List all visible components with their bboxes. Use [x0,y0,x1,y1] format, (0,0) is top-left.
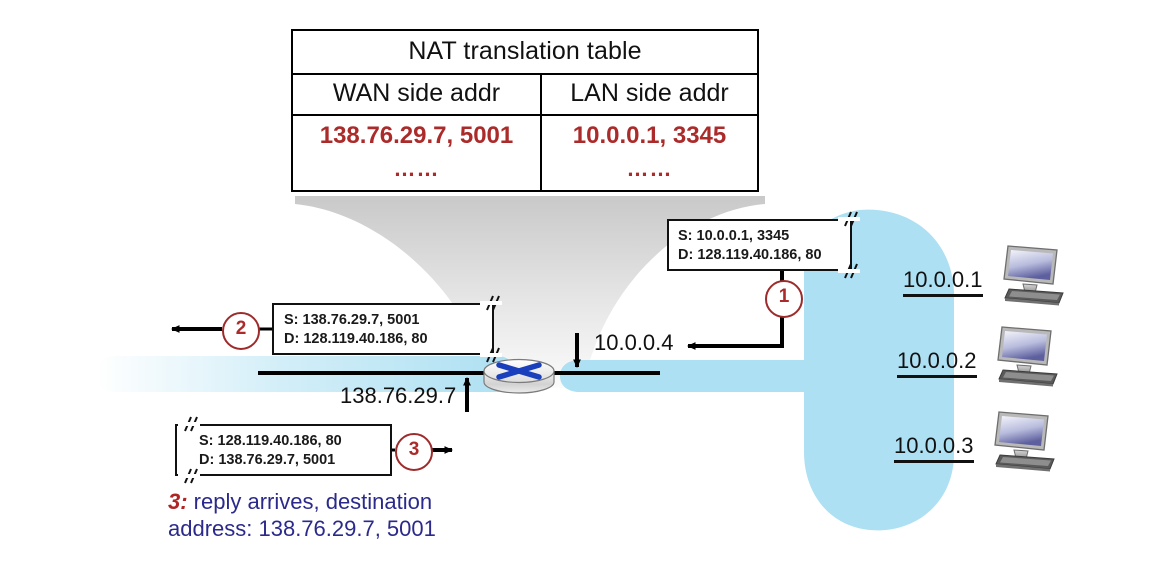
caption-line-1: reply arrives, destination [187,489,433,514]
table-callout-funnel [295,196,765,388]
nat-entry-lan-ellipsis: …… [626,156,673,181]
nat-table-header-row: WAN side addr LAN side addr [293,75,757,116]
nat-translation-table: NAT translation table WAN side addr LAN … [291,29,759,192]
host-10-0-0-3[interactable]: 10.0.0.3 [894,409,1064,475]
step-badge-2: 2 [222,312,260,350]
link-break-icon [480,295,502,311]
packet-1-source: S: 10.0.0.1, 3345 [678,228,790,244]
table-row: 138.76.29.7, 5001 10.0.0.1, 3345 [293,116,757,154]
host-10-0-0-2[interactable]: 10.0.0.2 [897,324,1067,390]
host-address-label: 10.0.0.2 [897,348,977,378]
step-3-caption: 3: reply arrives, destination address: 1… [168,488,588,542]
lan-cloud [560,209,954,531]
packet-3-source: S: 128.119.40.186, 80 [199,433,342,449]
host-address-label: 10.0.0.3 [894,433,974,463]
host-address-label: 10.0.0.1 [903,267,983,297]
caption-line-2: address: 138.76.29.7, 5001 [168,516,436,541]
router-icon[interactable] [483,358,555,394]
link-break-icon [480,347,502,363]
nat-entry-lan: 10.0.0.1, 3345 [572,122,727,149]
caption-step-number: 3: [168,489,188,514]
packet-3-datagram: S: 128.119.40.186, 80 D: 138.76.29.7, 50… [175,424,392,476]
column-header-lan: LAN side addr [570,79,729,107]
step-badge-1: 1 [765,280,803,318]
packet-1-destination: D: 128.119.40.186, 80 [678,247,822,263]
column-header-wan: WAN side addr [293,75,542,114]
link-break-icon [838,211,860,227]
packet-3-destination: D: 138.76.29.7, 5001 [199,452,336,468]
packet-1-datagram: S: 10.0.0.1, 3345 D: 128.119.40.186, 80 [667,219,852,271]
step-badge-3: 3 [395,433,433,471]
router-wan-address-label: 138.76.29.7 [340,383,457,408]
nat-table-title: NAT translation table [293,31,757,75]
host-10-0-0-1[interactable]: 10.0.0.1 [903,243,1073,309]
packet-2-datagram: S: 138.76.29.7, 5001 D: 128.119.40.186, … [272,303,494,355]
desktop-computer-icon [997,326,1058,387]
link-break-icon [178,468,200,484]
packet-2-destination: D: 128.119.40.186, 80 [284,331,428,347]
link-break-icon [838,263,860,279]
nat-entry-wan-ellipsis: …… [293,154,542,190]
lan-wire [540,371,660,375]
link-break-icon [178,416,200,432]
wan-wire [258,371,520,375]
router-lan-address-label: 10.0.0.4 [594,330,674,355]
packet-2-source: S: 138.76.29.7, 5001 [284,312,420,328]
table-row: …… …… [293,154,757,190]
nat-entry-wan: 138.76.29.7, 5001 [293,116,542,154]
desktop-computer-icon [1003,245,1064,306]
desktop-computer-icon [994,411,1055,472]
